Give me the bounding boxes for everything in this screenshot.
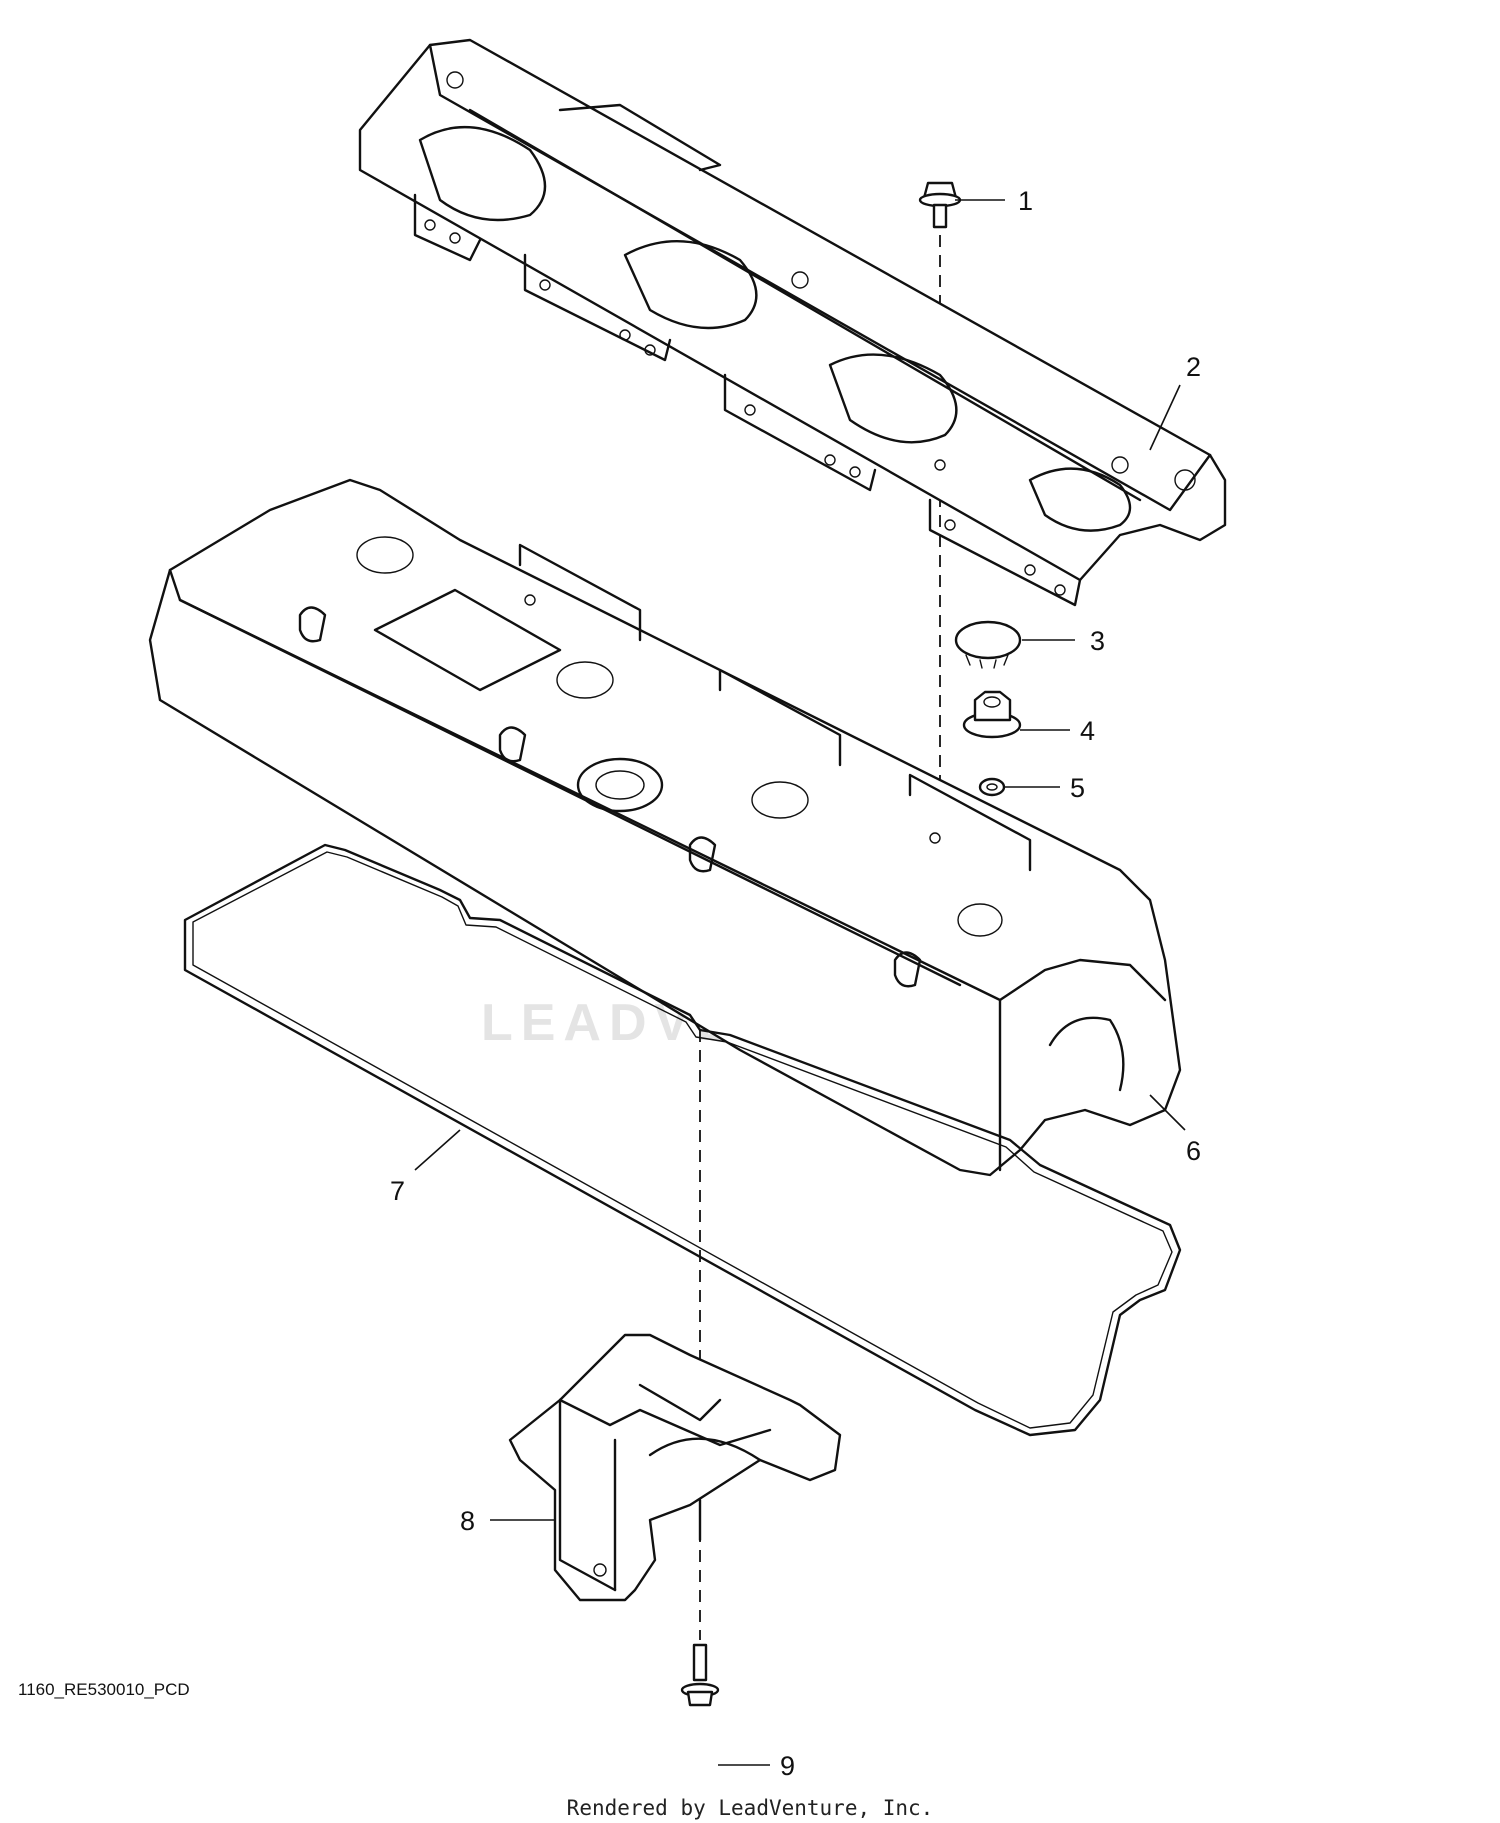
- flange-nut: [962, 690, 1022, 739]
- rocker-arm-cover: [148, 478, 1182, 1177]
- callout-label: 5: [1070, 773, 1085, 803]
- rocker-cover-shield: [358, 38, 1227, 607]
- callout-5: 5: [1005, 773, 1085, 803]
- callout-8: 8: [460, 1506, 555, 1536]
- callout-label: 1: [1018, 186, 1033, 216]
- footer-credit: Rendered by LeadVenture, Inc.: [566, 1796, 934, 1820]
- callout-7: 7: [390, 1129, 461, 1206]
- cover-gasket: [183, 843, 1182, 1437]
- callout-label: 9: [780, 1751, 795, 1781]
- callout-label: 6: [1186, 1136, 1201, 1166]
- callout-2: 2: [1149, 352, 1201, 451]
- callout-label: 3: [1090, 626, 1105, 656]
- callout-label: 2: [1186, 352, 1201, 382]
- drawing-code: 1160_RE530010_PCD: [18, 1680, 190, 1699]
- plug-cap: [954, 620, 1022, 669]
- callout-1: 1: [955, 186, 1033, 216]
- callout-3: 3: [1022, 626, 1105, 656]
- flange-screw: [680, 1643, 720, 1707]
- cap-screw: [918, 181, 962, 229]
- callout-label: 7: [390, 1176, 405, 1206]
- callout-label: 8: [460, 1506, 475, 1536]
- seal-washer: [978, 777, 1006, 797]
- oil-deflector: [508, 1333, 842, 1602]
- callout-9: 9: [718, 1751, 795, 1781]
- callout-4: 4: [1020, 716, 1095, 746]
- callout-label: 4: [1080, 716, 1095, 746]
- callout-6: 6: [1149, 1094, 1201, 1166]
